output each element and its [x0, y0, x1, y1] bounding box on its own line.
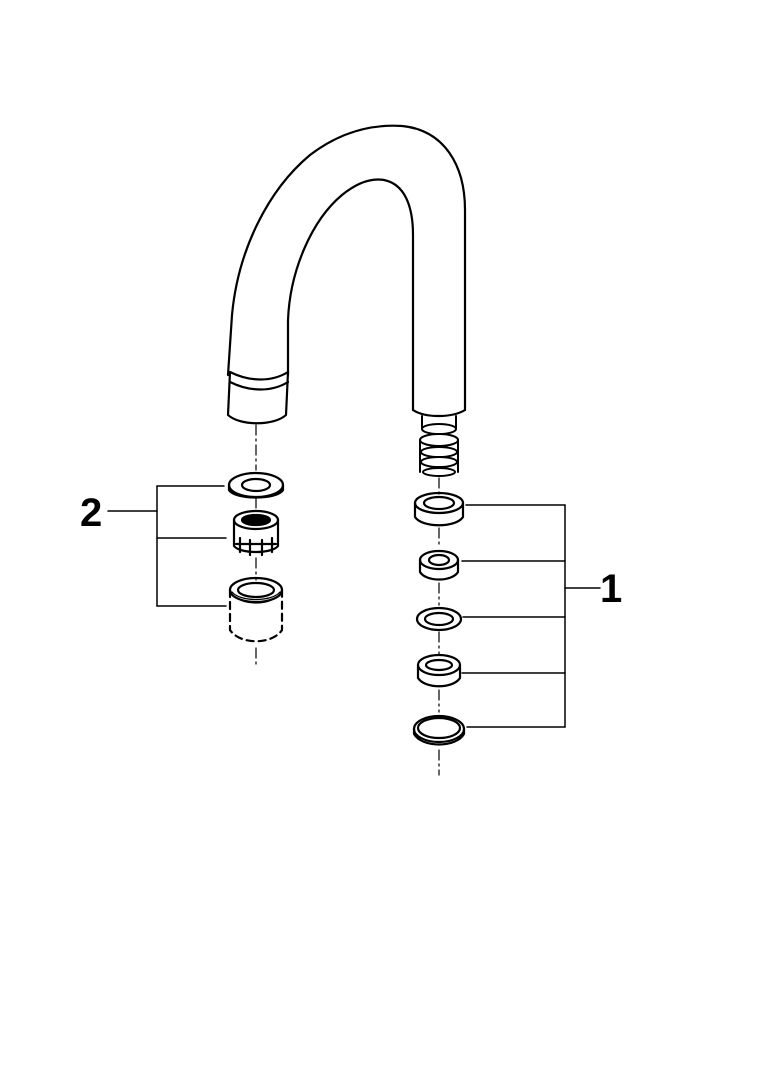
- callout-1-leaders: [461, 504, 601, 728]
- threaded-connector: [419, 415, 459, 477]
- spout-gooseneck: [226, 124, 467, 425]
- washer-left: [227, 471, 285, 499]
- callout-label-2: 2: [80, 491, 102, 535]
- seal-ring-part-5: [412, 714, 466, 746]
- ring-part-1: [413, 491, 465, 527]
- aerator-housing-dashed: [228, 576, 284, 643]
- aerator-insert: [232, 509, 280, 557]
- ring-part-4: [416, 653, 462, 688]
- o-ring-part-3: [415, 606, 463, 632]
- callout-2-leaders: [107, 485, 227, 607]
- callout-label-1: 1: [600, 567, 622, 611]
- center-lines: [255, 424, 440, 776]
- ring-part-2: [418, 549, 460, 581]
